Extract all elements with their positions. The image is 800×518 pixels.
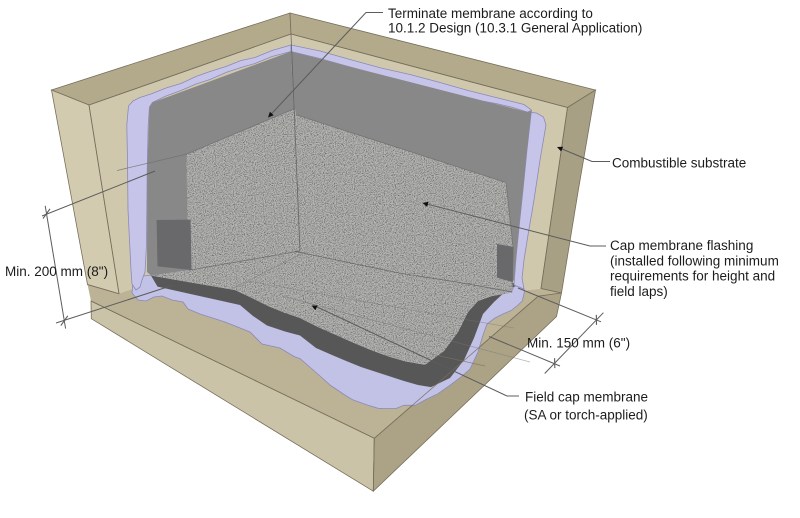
svg-text:10.1.2 Design (10.3.1 General: 10.1.2 Design (10.3.1 General Applicatio… xyxy=(388,21,642,36)
svg-text:Cap membrane flashing: Cap membrane flashing xyxy=(610,238,753,253)
svg-text:field laps): field laps) xyxy=(610,284,668,299)
svg-text:Combustible substrate: Combustible substrate xyxy=(612,156,746,171)
svg-text:(installed following minimum: (installed following minimum xyxy=(610,253,779,268)
svg-text:(SA or torch-applied): (SA or torch-applied) xyxy=(524,408,648,423)
svg-text:Min. 200 mm (8"): Min. 200 mm (8") xyxy=(5,264,108,279)
svg-text:requirements for height and: requirements for height and xyxy=(610,269,775,284)
svg-text:Min. 150 mm (6"): Min. 150 mm (6") xyxy=(527,336,630,351)
svg-text:Field cap membrane: Field cap membrane xyxy=(525,390,648,405)
svg-text:Terminate membrane according t: Terminate membrane according to xyxy=(388,6,593,21)
